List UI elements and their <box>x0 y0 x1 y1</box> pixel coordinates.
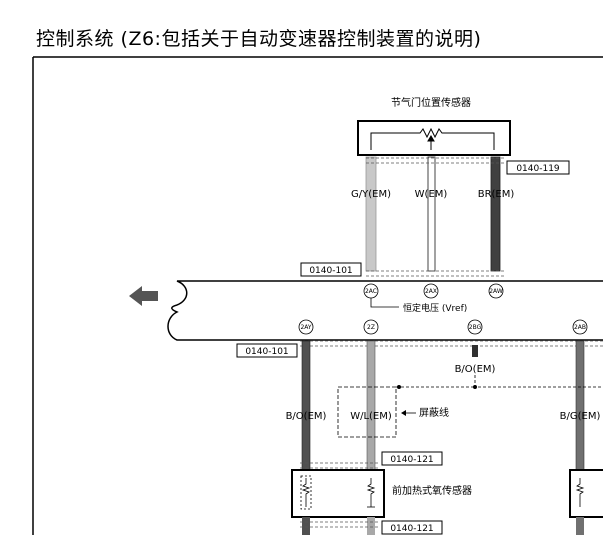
connector-box-101-top <box>300 262 362 277</box>
resistor-icon <box>370 127 495 150</box>
pin-2ay: 2AY <box>300 324 311 331</box>
connector-label-101-bottom: 0140-101 <box>245 347 288 357</box>
wire-label-bo-mid: B/O(EM) <box>455 364 496 375</box>
throttle-sensor-box <box>357 120 511 156</box>
wire-label-br: BR(EM) <box>478 189 515 200</box>
connector-label-119: 0140-119 <box>516 164 560 174</box>
connector-strip-o2-bottom <box>300 521 378 528</box>
wire-bg-bottom <box>576 517 584 535</box>
pin-2ac: 2AC <box>365 288 377 295</box>
connector-box-121-bottom <box>381 520 443 535</box>
wire-bg <box>575 340 585 471</box>
wire-br <box>490 156 501 272</box>
o2-sensor-name: 前加热式氧传感器 <box>392 484 472 497</box>
wire-label-gy: G/Y(EM) <box>351 189 391 200</box>
top-pins: 2AC 2AX 2AW <box>363 283 504 299</box>
shield-dot-mid <box>473 385 477 389</box>
wire-label-bo-left: B/O(EM) <box>286 411 327 422</box>
wire-bo-mid <box>472 345 478 357</box>
vref-leader <box>370 298 399 308</box>
vref-note: 恒定电压 (Vref) <box>403 302 467 314</box>
throttle-sensor-name: 节气门位置传感器 <box>391 96 471 109</box>
left-arrow-icon <box>129 286 158 306</box>
wire-bo-left <box>301 340 311 471</box>
pin-2ax: 2AX <box>425 288 437 295</box>
wire-wl <box>366 340 376 471</box>
connector-strip-lower <box>300 340 603 347</box>
pin-2bg: 2BG <box>469 324 482 331</box>
pin-2ab: 2AB <box>574 324 586 331</box>
pin-2z: 2Z <box>367 324 375 331</box>
wire-label-bg: B/G(EM) <box>560 411 601 422</box>
bottom-pins: 2AY 2Z 2BG 2AB <box>298 319 588 335</box>
connector-strip-o2-top <box>300 462 378 469</box>
connector-box-121-top <box>381 451 443 466</box>
wire-bo-left-bottom <box>302 517 310 535</box>
o2-sensor-box <box>291 469 385 518</box>
pin-2aw: 2AW <box>489 288 503 295</box>
connector-label-121-bottom: 0140-121 <box>390 524 433 534</box>
connector-label-101-top: 0140-101 <box>309 266 352 276</box>
page-title: 控制系统 (Z6:包括关于自动变速器控制装置的说明) <box>36 28 482 50</box>
connector-strip-upper <box>366 157 504 277</box>
o2-sensor-internals <box>300 475 376 510</box>
right-sensor-box <box>569 469 603 518</box>
harness-band <box>167 280 603 341</box>
connector-box-119 <box>506 160 570 175</box>
connector-box-101-bottom <box>236 343 298 358</box>
wire-wl-bottom <box>367 517 375 535</box>
shield-label: 屏蔽线 <box>419 406 449 419</box>
wire-label-w: W(EM) <box>415 189 448 200</box>
shield-arrow-icon <box>401 410 406 416</box>
wire-label-wl: W/L(EM) <box>350 411 392 422</box>
wire-w <box>427 156 436 272</box>
shield-dot-left <box>397 385 401 389</box>
wire-gy <box>365 156 377 272</box>
connector-label-121-top: 0140-121 <box>390 455 433 465</box>
right-sensor-internals <box>575 478 585 507</box>
